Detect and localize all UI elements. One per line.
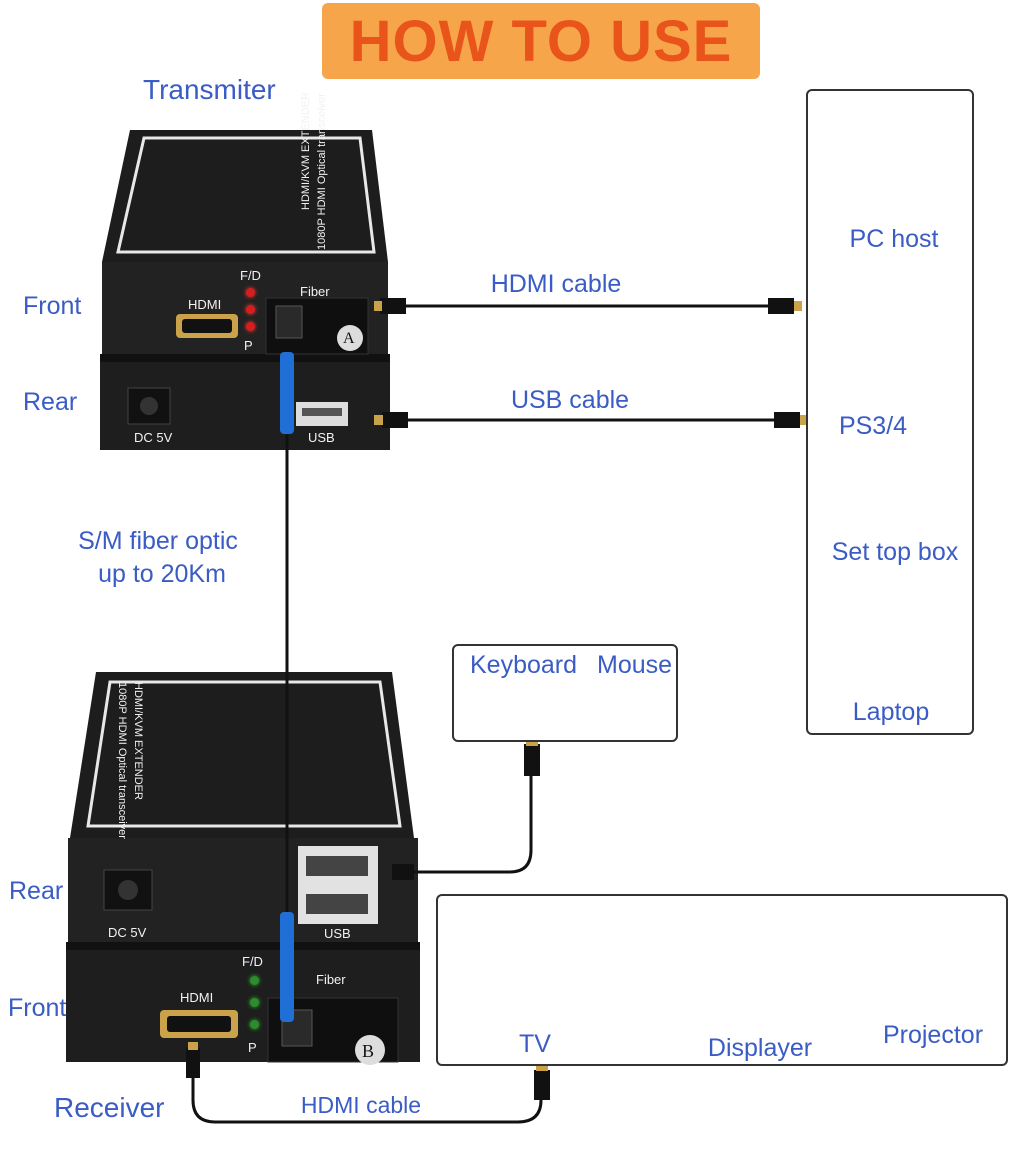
display-label-displayer: Displayer: [707, 1034, 813, 1062]
fiber-optic-cable: [280, 352, 294, 1022]
usb-cable-top: [374, 412, 809, 428]
hdmi-cable-bottom-label: HDMI cable: [300, 1092, 422, 1118]
receiver-led-p-label: P: [248, 1040, 257, 1055]
source-label-laptop: Laptop: [852, 698, 930, 726]
receiver-usb-label: USB: [324, 926, 351, 941]
transmitter-fiber-port-label: Fiber: [300, 284, 330, 299]
display-label-projector: Projector: [882, 1021, 984, 1049]
receiver-top-line1: HDMI/KVM EXTENDER: [132, 682, 144, 800]
transmitter-hdmi-port-label: HDMI: [188, 297, 222, 312]
receiver-led-fd-label: F/D: [242, 954, 263, 969]
source-label-ps: PS3/4: [838, 412, 908, 440]
title-banner: HOW TO USE: [322, 3, 760, 79]
keyboard-label: Keyboard: [470, 651, 578, 679]
transmitter-led-1: [246, 288, 255, 297]
transmitter-usb-label: USB: [308, 430, 335, 445]
mouse-label: Mouse: [597, 651, 673, 679]
fiber-label-line1: S/M fiber optic: [78, 527, 238, 555]
receiver-device: [66, 672, 420, 1065]
usb-cable-top-label: USB cable: [510, 386, 630, 414]
hdmi-cable-top-label: HDMI cable: [490, 270, 622, 298]
displays-panel: [436, 894, 1008, 1066]
transmitter-dc-label: DC 5V: [134, 430, 173, 445]
transmitter-front-label: Front: [23, 292, 82, 320]
transmitter-rear-label: Rear: [23, 388, 78, 416]
sources-panel: [806, 89, 974, 735]
transmitter-led-3: [246, 322, 255, 331]
receiver-title: Receiver: [54, 1092, 165, 1123]
receiver-top-line2: 1080P HDMI Optical transceiver: [116, 682, 128, 839]
transmitter-led-p-label: P: [244, 338, 253, 353]
receiver-front-label: Front: [8, 994, 67, 1022]
display-label-tv: TV: [519, 1030, 551, 1058]
transmitter-led-fd-label: F/D: [240, 268, 261, 283]
source-label-set-top-box: Set top box: [831, 538, 959, 566]
source-label-pc-host: PC host: [849, 225, 939, 253]
receiver-led-2: [250, 998, 259, 1007]
transmitter-title: Transmiter: [143, 74, 276, 105]
hdmi-cable-bottom: [186, 1042, 550, 1124]
transmitter-led-2: [246, 305, 255, 314]
transmitter-top-line2: 1080P HDMI Optical transceiver: [316, 93, 328, 250]
receiver-unit-mark: B: [362, 1041, 375, 1061]
page-title: HOW TO USE: [349, 8, 733, 74]
receiver-rear-label: Rear: [9, 877, 64, 905]
hdmi-cable-top: [374, 298, 802, 314]
transmitter-unit-mark: A: [343, 330, 355, 347]
peripherals-panel: [452, 644, 678, 742]
fiber-label-line2: up to 20Km: [98, 560, 226, 588]
receiver-led-3: [250, 1020, 259, 1029]
receiver-hdmi-port-label: HDMI: [180, 990, 214, 1005]
transmitter-device: [100, 130, 390, 450]
receiver-dc-label: DC 5V: [108, 925, 147, 940]
receiver-led-1: [250, 976, 259, 985]
receiver-fiber-port-label: Fiber: [316, 972, 346, 987]
transmitter-top-line1: HDMI/KVM EXTENDER: [300, 92, 312, 210]
